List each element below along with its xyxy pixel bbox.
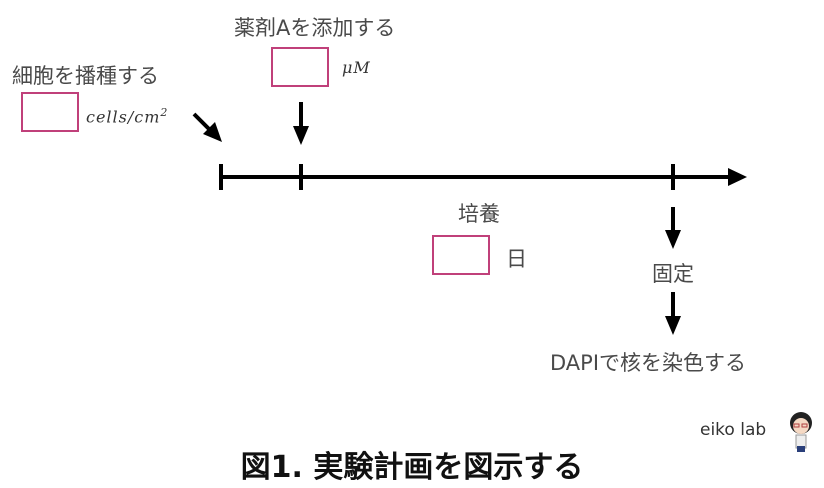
brand-label: eiko lab bbox=[700, 420, 767, 440]
arrow-seeding-head bbox=[203, 122, 222, 142]
drug-unit: μM bbox=[342, 58, 371, 77]
figure-caption: 図1. 実験計画を図示する bbox=[240, 450, 584, 485]
drug-concentration-input[interactable] bbox=[271, 47, 329, 87]
arrow-drug-head bbox=[293, 126, 309, 145]
culture-label: 培養 bbox=[458, 202, 500, 226]
seeding-density-input[interactable] bbox=[21, 92, 79, 132]
arrow-seeding-shaft bbox=[192, 112, 212, 132]
seeding-unit-sup: 2 bbox=[160, 106, 169, 119]
timeline-arrowhead bbox=[728, 168, 747, 186]
culture-unit: 日 bbox=[506, 247, 527, 271]
seeding-label: 細胞を播種する bbox=[12, 64, 159, 88]
fix-label: 固定 bbox=[652, 262, 694, 286]
stain-label: DAPIで核を染色する bbox=[550, 351, 747, 375]
seeding-unit-text: cells/cm bbox=[86, 107, 161, 127]
drug-label: 薬剤Aを添加する bbox=[234, 16, 396, 40]
culture-days-input[interactable] bbox=[432, 235, 490, 275]
arrow-fix-head bbox=[665, 230, 681, 249]
arrow-stain-head bbox=[665, 316, 681, 335]
brand-avatar-icon bbox=[788, 410, 814, 454]
seeding-unit: cells/cm2 bbox=[86, 106, 168, 126]
